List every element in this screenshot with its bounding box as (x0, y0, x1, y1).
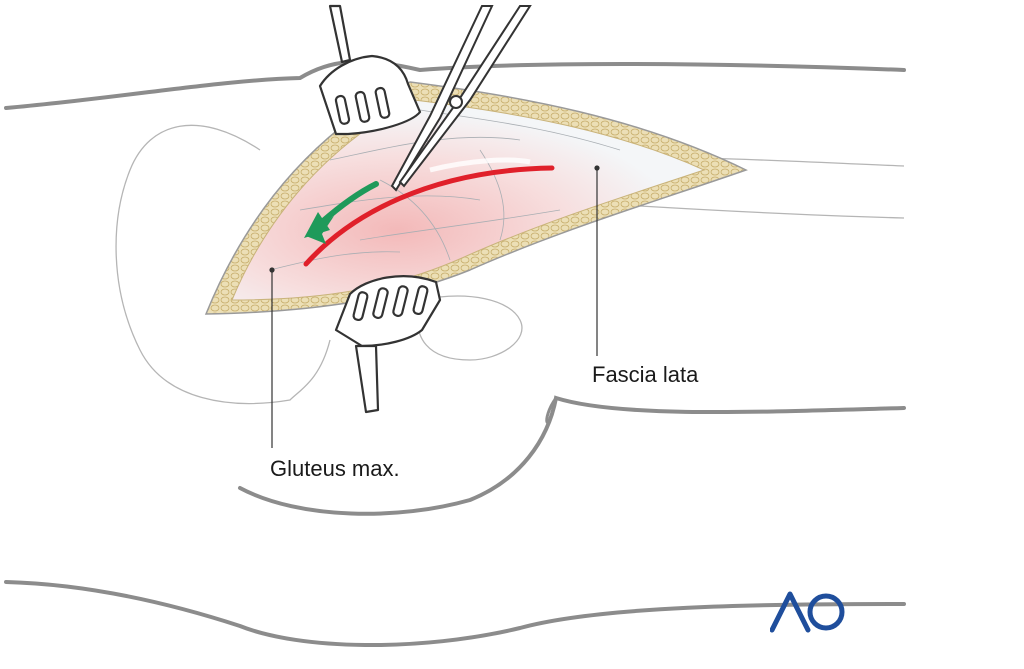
scissors-pivot (449, 95, 463, 109)
retractor-slot (392, 285, 409, 318)
lower-retractor-icon (334, 275, 442, 414)
retractor-slot (354, 90, 371, 123)
ao-logo-mark (769, 591, 845, 633)
retractor-slot (334, 94, 351, 125)
scissors-blade-1 (390, 5, 494, 192)
gluteus-max-label: Gluteus max. (270, 456, 400, 481)
ao-logo (769, 590, 846, 634)
incision-line (303, 165, 555, 267)
direction-arrow-icon (304, 181, 379, 244)
upper-retractor-icon (318, 4, 422, 136)
retractor-slot (374, 86, 391, 119)
incision-wound (204, 81, 748, 315)
femur-shaft-lower (639, 205, 905, 219)
upper-retractor-handle (328, 4, 352, 64)
lower-buttock-contour (238, 395, 906, 516)
lower-leg-contour (4, 580, 906, 648)
scissors-icon (390, 5, 532, 192)
femur-outline (416, 295, 523, 361)
fascia-highlight (429, 157, 531, 173)
retractor-slot (352, 291, 369, 322)
lower-retractor-handle (354, 344, 380, 414)
femur-shaft-upper (699, 157, 905, 167)
leader-lines (269, 165, 600, 448)
fascia-lata-label: Fascia lata (592, 362, 699, 387)
pelvis-outline (115, 124, 331, 405)
inner-fold (545, 396, 558, 424)
retractor-slot (372, 287, 389, 320)
retractor-slot (412, 285, 429, 316)
